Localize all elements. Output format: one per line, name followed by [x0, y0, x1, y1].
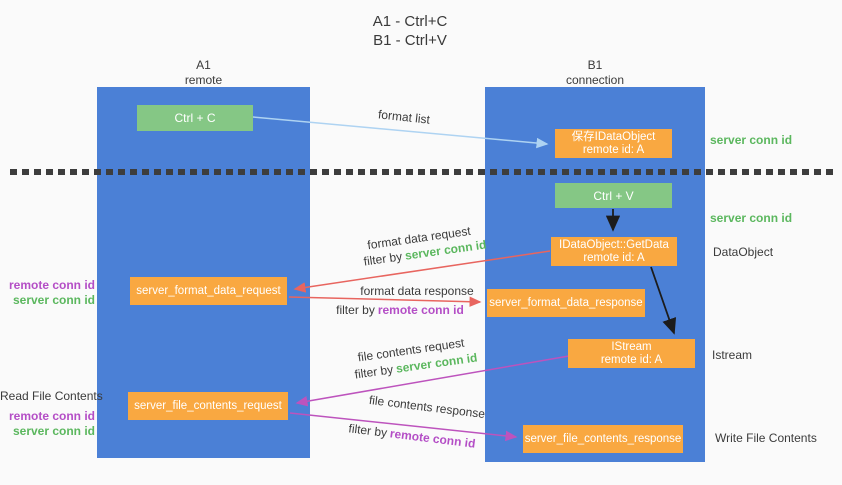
box-server-file-contents-response: server_file_contents_response [523, 425, 683, 453]
box-server-format-data-response: server_format_data_response [487, 289, 645, 317]
box-idataobject-getdata-line2: remote id: A [583, 251, 645, 264]
filter-by-text: filter by [336, 303, 375, 317]
lane-header-a1: A1 remote [97, 58, 310, 88]
box-save-idataobject-line2: remote id: A [582, 143, 645, 156]
box-server-file-contents-request: server_file_contents_request [128, 392, 288, 420]
remote-conn-id-text: remote conn id [377, 303, 464, 317]
label-file-contents-response: file contents response [368, 392, 486, 422]
box-istream-line1: IStream [611, 340, 652, 353]
filter-by-text: filter by [353, 362, 395, 382]
label-dataobject: DataObject [713, 245, 774, 259]
label-left-server-conn-id-2: server conn id [12, 424, 95, 438]
label-format-list: format list [377, 107, 431, 127]
box-save-idataobject: 保存IDataObject remote id: A [555, 129, 672, 158]
box-ctrl-c-label: Ctrl + C [174, 111, 216, 125]
label-istream: Istream [712, 348, 753, 362]
box-server-format-data-request-label: server_format_data_request [136, 284, 281, 297]
box-istream: IStream remote id: A [568, 339, 695, 368]
label-left-remote-conn-id: remote conn id [8, 278, 95, 292]
lane-b1-name: B1 [587, 58, 603, 72]
lane-b1-role: connection [565, 73, 625, 87]
label-file-contents-response-filter: filter byremote conn id [332, 419, 493, 452]
box-istream-line2: remote id: A [600, 353, 663, 366]
lane-a1-role: remote [184, 73, 223, 87]
diagram-title-line1: A1 - Ctrl+C [372, 13, 448, 30]
box-server-format-data-response-label: server_format_data_response [489, 296, 643, 309]
label-format-data-response: format data response [360, 284, 474, 298]
box-ctrl-c: Ctrl + C [137, 105, 253, 131]
box-idataobject-getdata-line1: IDataObject::GetData [559, 238, 669, 251]
box-ctrl-v-label: Ctrl + V [593, 188, 634, 203]
box-server-format-data-request: server_format_data_request [130, 277, 287, 305]
label-read-file-contents: Read File Contents [0, 389, 103, 403]
diagram-title-line2: B1 - Ctrl+V [373, 32, 447, 49]
filter-by-text: filter by [347, 421, 388, 440]
label-right-server-conn-id-top: server conn id [710, 133, 793, 147]
remote-conn-id-text: remote conn id [389, 426, 477, 451]
dotted-separator-line [10, 169, 834, 175]
lane-a1-name: A1 [196, 58, 211, 72]
box-save-idataobject-line1: 保存IDataObject [571, 130, 656, 143]
filter-by-text: filter by [362, 249, 404, 269]
box-server-file-contents-request-label: server_file_contents_request [134, 399, 282, 412]
box-server-file-contents-response-label: server_file_contents_response [524, 432, 682, 445]
box-ctrl-v: Ctrl + V [555, 183, 672, 208]
label-left-server-conn-id: server conn id [12, 293, 95, 307]
box-idataobject-getdata: IDataObject::GetData remote id: A [551, 237, 677, 266]
diagram-title: A1 - Ctrl+C B1 - Ctrl+V [310, 12, 510, 50]
label-right-server-conn-id-mid: server conn id [710, 211, 793, 225]
lane-header-b1: B1 connection [485, 58, 705, 88]
label-left-remote-conn-id-2: remote conn id [8, 409, 95, 423]
label-write-file-contents: Write File Contents [715, 431, 817, 445]
